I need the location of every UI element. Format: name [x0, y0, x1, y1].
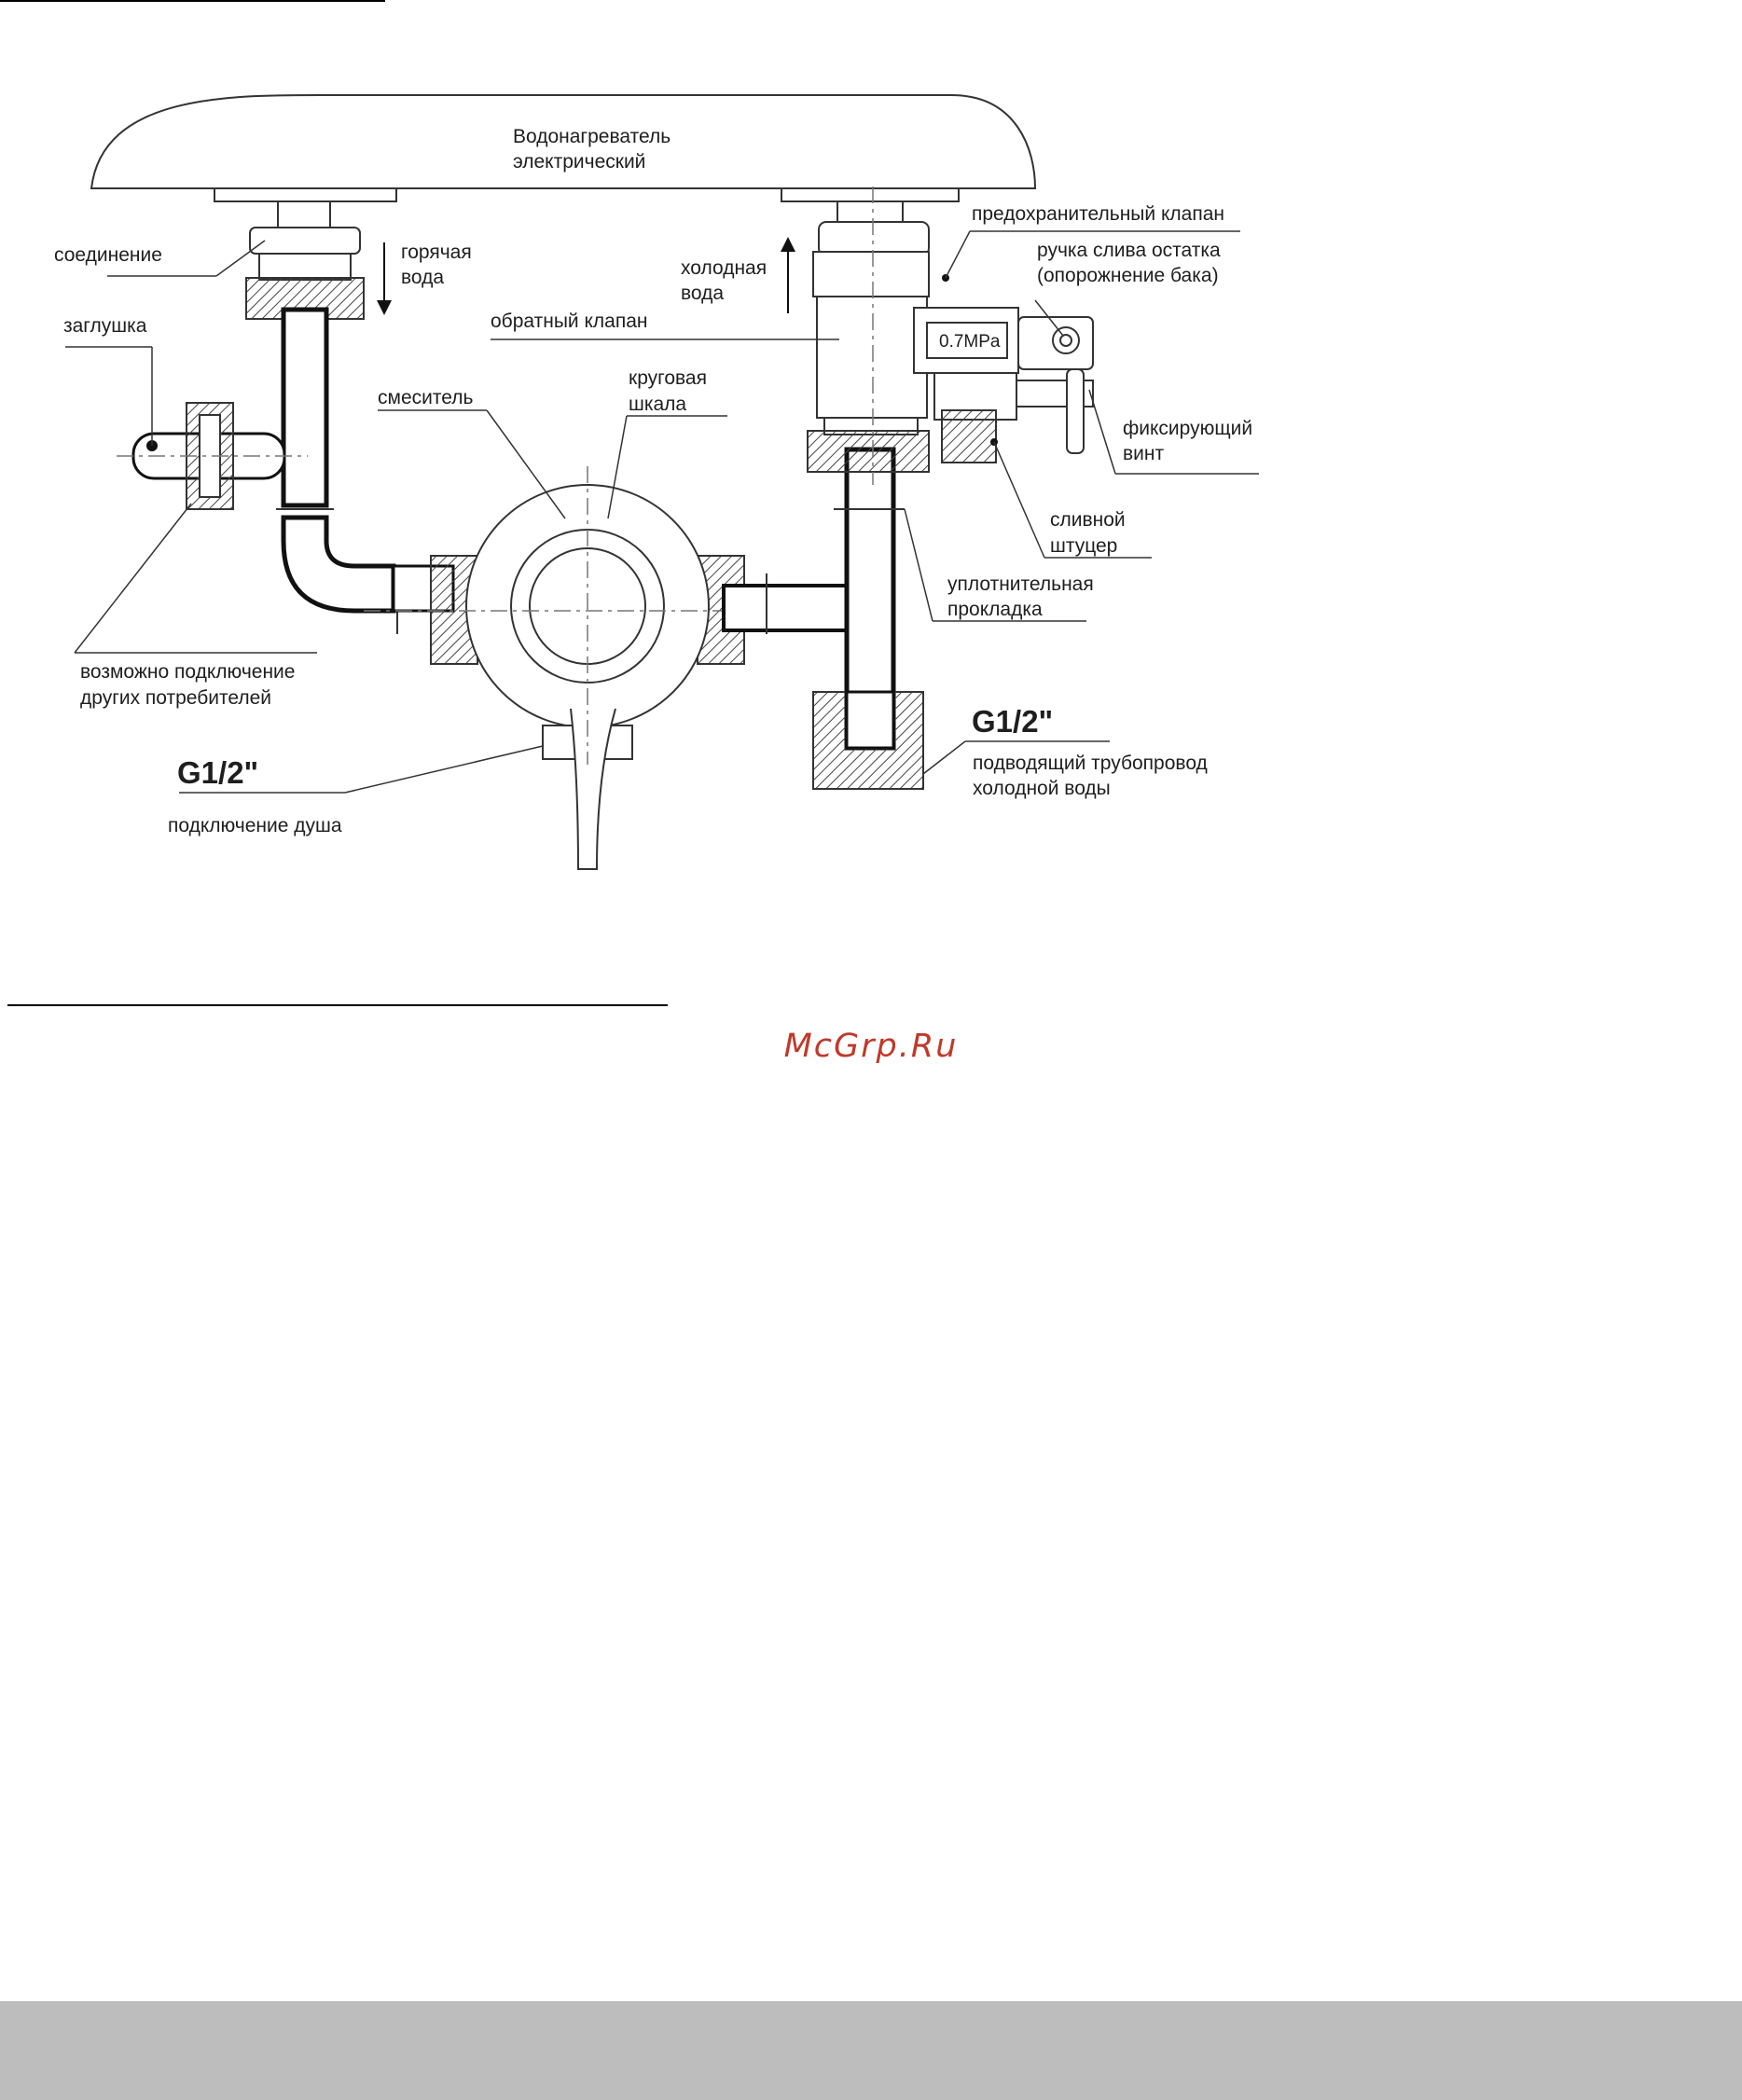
- drain-fitting-label-line1: сливной: [1050, 509, 1126, 531]
- watermark-text: McGrp.Ru: [783, 1028, 959, 1065]
- cold-water-label-line2: вода: [681, 283, 724, 304]
- hot-water-label-line1: горячая: [401, 242, 472, 263]
- hot-connection-fitting: [245, 200, 365, 320]
- drain-handle-label-line1: ручка слива остатка: [1037, 240, 1221, 261]
- mixer-label: смеситель: [378, 387, 473, 408]
- section-rule: [7, 1004, 668, 1006]
- plug-label: заглушка: [63, 315, 147, 337]
- pressure-rating: 0.7MPa: [939, 332, 1001, 352]
- mixer-body: [364, 466, 830, 870]
- plug-cap: [117, 402, 308, 510]
- shower-label: подключение душа: [168, 815, 342, 836]
- safety-valve-assembly: [807, 187, 1094, 485]
- heater-label-line1: Водонагреватель: [513, 126, 671, 147]
- cold-water-pipe: [722, 447, 924, 790]
- top-rule: [0, 0, 385, 2]
- connection-label: соединение: [54, 244, 162, 266]
- hot-water-pipe: [276, 307, 455, 634]
- cold-water-arrow: [781, 237, 795, 313]
- check-valve-label: обратный клапан: [491, 311, 647, 332]
- drain-handle-label-line2: (опорожнение бака): [1037, 265, 1219, 286]
- shower-thread-size: G1/2": [177, 755, 258, 790]
- hot-water-arrow: [377, 242, 392, 315]
- fixing-screw-label-line1: фиксирующий: [1123, 418, 1252, 439]
- other-consumers-label-line1: возможно подключение: [80, 661, 295, 683]
- hot-water-label-line2: вода: [401, 267, 444, 288]
- supply-label-line1: подводящий трубопровод: [973, 753, 1208, 774]
- water-heater-connection-diagram: Водонагреватель электрический соединение…: [54, 93, 1259, 870]
- water-heater-tank: [90, 93, 1037, 202]
- dial-label-line1: круговая: [629, 367, 707, 389]
- gasket-label-line1: уплотнительная: [947, 573, 1094, 595]
- supply-thread-size: G1/2": [972, 704, 1053, 739]
- supply-label-line2: холодной воды: [973, 778, 1111, 799]
- gasket-label-line2: прокладка: [947, 599, 1043, 620]
- drain-fitting-label-line2: штуцер: [1050, 535, 1117, 557]
- page-footer-bar: [0, 2001, 1742, 2100]
- cold-water-label-line1: холодная: [681, 257, 767, 279]
- safety-valve-label: предохранительный клапан: [972, 203, 1224, 225]
- other-consumers-label-line2: других потребителей: [80, 687, 271, 709]
- heater-label-line2: электрический: [513, 151, 645, 173]
- leader-lines: [65, 230, 1259, 794]
- fixing-screw-label-line2: винт: [1123, 443, 1164, 464]
- dial-label-line2: шкала: [629, 394, 686, 415]
